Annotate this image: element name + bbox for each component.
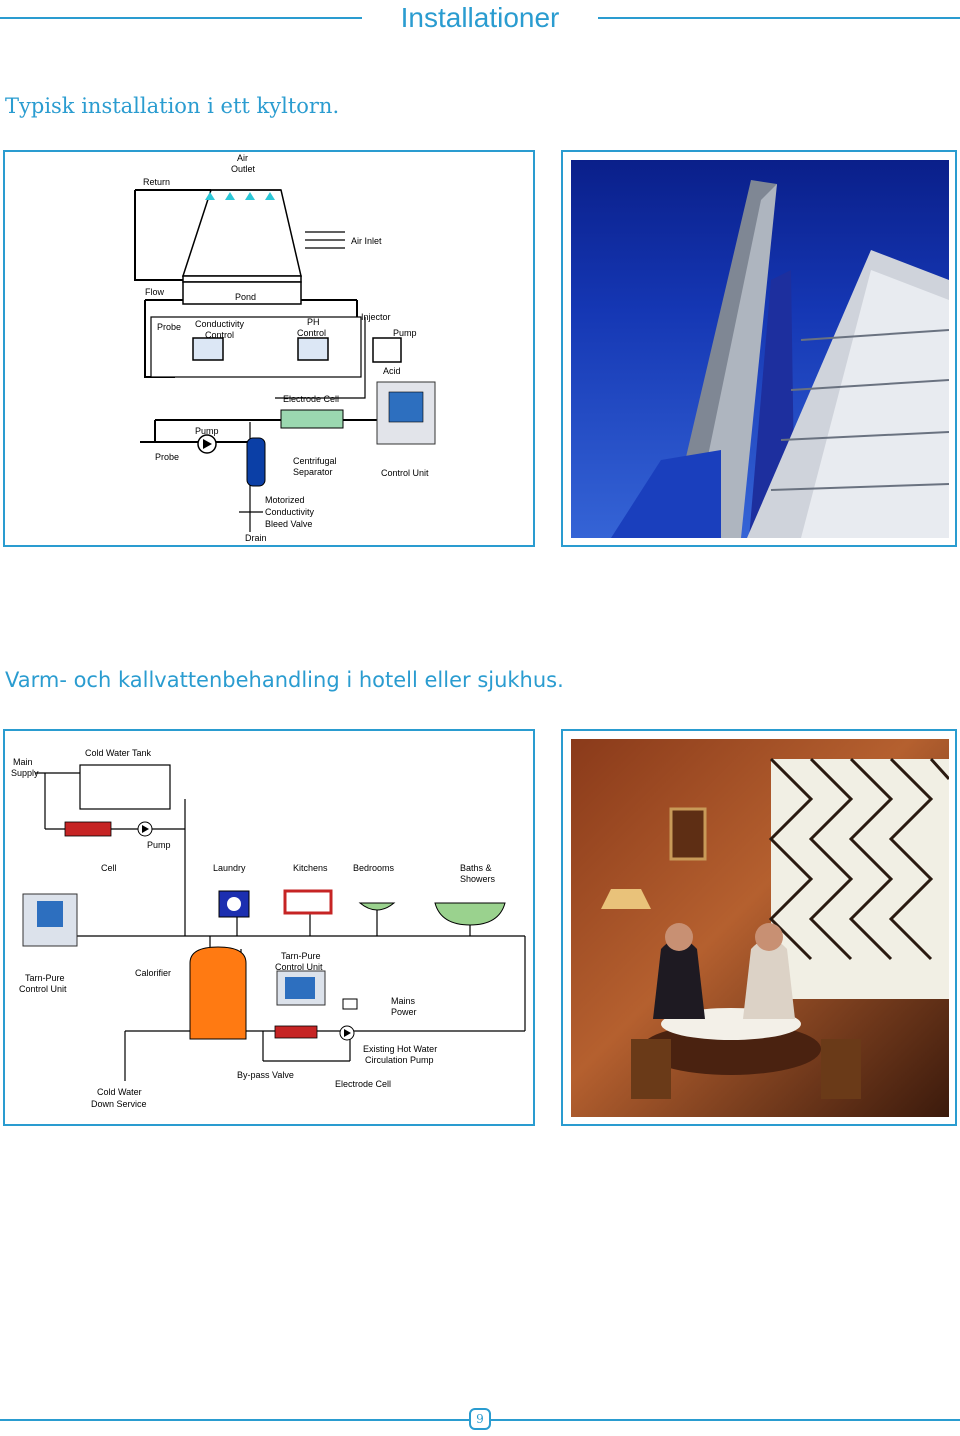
cooling-tower-photo [571, 160, 949, 538]
conductivity-control-box [192, 337, 224, 361]
svg-text:Electrode Cell: Electrode Cell [283, 394, 339, 404]
svg-text:Cold Water Tank: Cold Water Tank [85, 748, 152, 758]
tower-body [181, 189, 302, 277]
svg-text:Flow: Flow [145, 287, 165, 297]
svg-text:Injector: Injector [361, 312, 391, 322]
svg-text:Pond: Pond [235, 292, 256, 302]
svg-text:Drain: Drain [245, 533, 267, 543]
svg-text:Cold Water: Cold Water [97, 1087, 142, 1097]
page-number: 9 [469, 1408, 491, 1430]
svg-text:Motorized: Motorized [265, 495, 305, 505]
svg-text:Cell: Cell [101, 863, 117, 873]
svg-text:Bedrooms: Bedrooms [353, 863, 395, 873]
svg-text:Kitchens: Kitchens [293, 863, 328, 873]
footer-rule-left [0, 1419, 471, 1421]
svg-text:By-pass Valve: By-pass Valve [237, 1070, 294, 1080]
svg-text:Existing Hot Water: Existing Hot Water [363, 1044, 437, 1054]
svg-text:Control: Control [297, 328, 326, 338]
svg-text:Control Unit: Control Unit [381, 468, 429, 478]
svg-text:Pump: Pump [195, 426, 219, 436]
pond-box [182, 281, 302, 305]
hotel-water-diagram: Main Supply Cold Water Tank Pump Cell La… [3, 729, 535, 1126]
ph-control-box [297, 337, 329, 361]
svg-text:Calorifier: Calorifier [135, 968, 171, 978]
hotel-lobby-photo [571, 739, 949, 1117]
bedrooms-icon [358, 902, 396, 911]
svg-text:Separator: Separator [293, 467, 333, 477]
section1-caption: Typisk installation i ett kyltorn. [5, 94, 340, 118]
svg-text:Supply: Supply [11, 768, 39, 778]
svg-text:Pump: Pump [393, 328, 417, 338]
svg-text:Conductivity: Conductivity [265, 507, 315, 517]
svg-text:Electrode Cell: Electrode Cell [335, 1079, 391, 1089]
mains-power-box [342, 998, 358, 1010]
svg-text:PH: PH [307, 317, 320, 327]
svg-text:Return: Return [143, 177, 170, 187]
svg-text:Probe: Probe [157, 322, 181, 332]
hotel-photo-frame [561, 729, 957, 1126]
section2-caption: Varm- och kallvattenbehandling i hotell … [5, 668, 564, 692]
svg-text:Control Unit: Control Unit [275, 962, 323, 972]
svg-text:Tarn-Pure: Tarn-Pure [281, 951, 321, 961]
svg-text:Tarn-Pure: Tarn-Pure [25, 973, 65, 983]
electrode-cell [280, 409, 344, 429]
svg-text:Bleed Valve: Bleed Valve [265, 519, 312, 529]
electrode-cell-bottom [274, 1025, 318, 1039]
page-title: Installationer [400, 2, 560, 33]
svg-text:Outlet: Outlet [231, 164, 256, 174]
acid-tank [372, 337, 402, 363]
svg-text:Circulation Pump: Circulation Pump [365, 1055, 434, 1065]
svg-text:Baths &: Baths & [460, 863, 492, 873]
header-rule-right [598, 17, 960, 19]
centrifugal-separator [246, 437, 266, 487]
svg-text:Main: Main [13, 757, 33, 767]
svg-text:Laundry: Laundry [213, 863, 246, 873]
svg-text:Showers: Showers [460, 874, 496, 884]
cell-red [64, 821, 112, 837]
svg-text:Air: Air [237, 153, 248, 163]
svg-text:Centrifugal: Centrifugal [293, 456, 337, 466]
svg-text:Control: Control [205, 330, 234, 340]
svg-text:Power: Power [391, 1007, 417, 1017]
footer-rule-right [489, 1419, 960, 1421]
svg-text:Pump: Pump [147, 840, 171, 850]
svg-text:Down Service: Down Service [91, 1099, 147, 1109]
cooling-tower-diagram: Air Outlet Return Air Inlet Flow Pond Pr… [3, 150, 535, 547]
kitchens-icon [283, 889, 333, 915]
svg-text:Probe: Probe [155, 452, 179, 462]
bath-icon [434, 902, 506, 926]
svg-text:Acid: Acid [383, 366, 401, 376]
cold-water-tank [79, 764, 171, 810]
calorifier-tank [189, 946, 247, 1040]
header-rule-left [0, 17, 362, 19]
svg-text:Mains: Mains [391, 996, 416, 1006]
svg-text:Conductivity: Conductivity [195, 319, 245, 329]
svg-text:Air Inlet: Air Inlet [351, 236, 382, 246]
cooling-tower-photo-frame [561, 150, 957, 547]
svg-text:Control Unit: Control Unit [19, 984, 67, 994]
